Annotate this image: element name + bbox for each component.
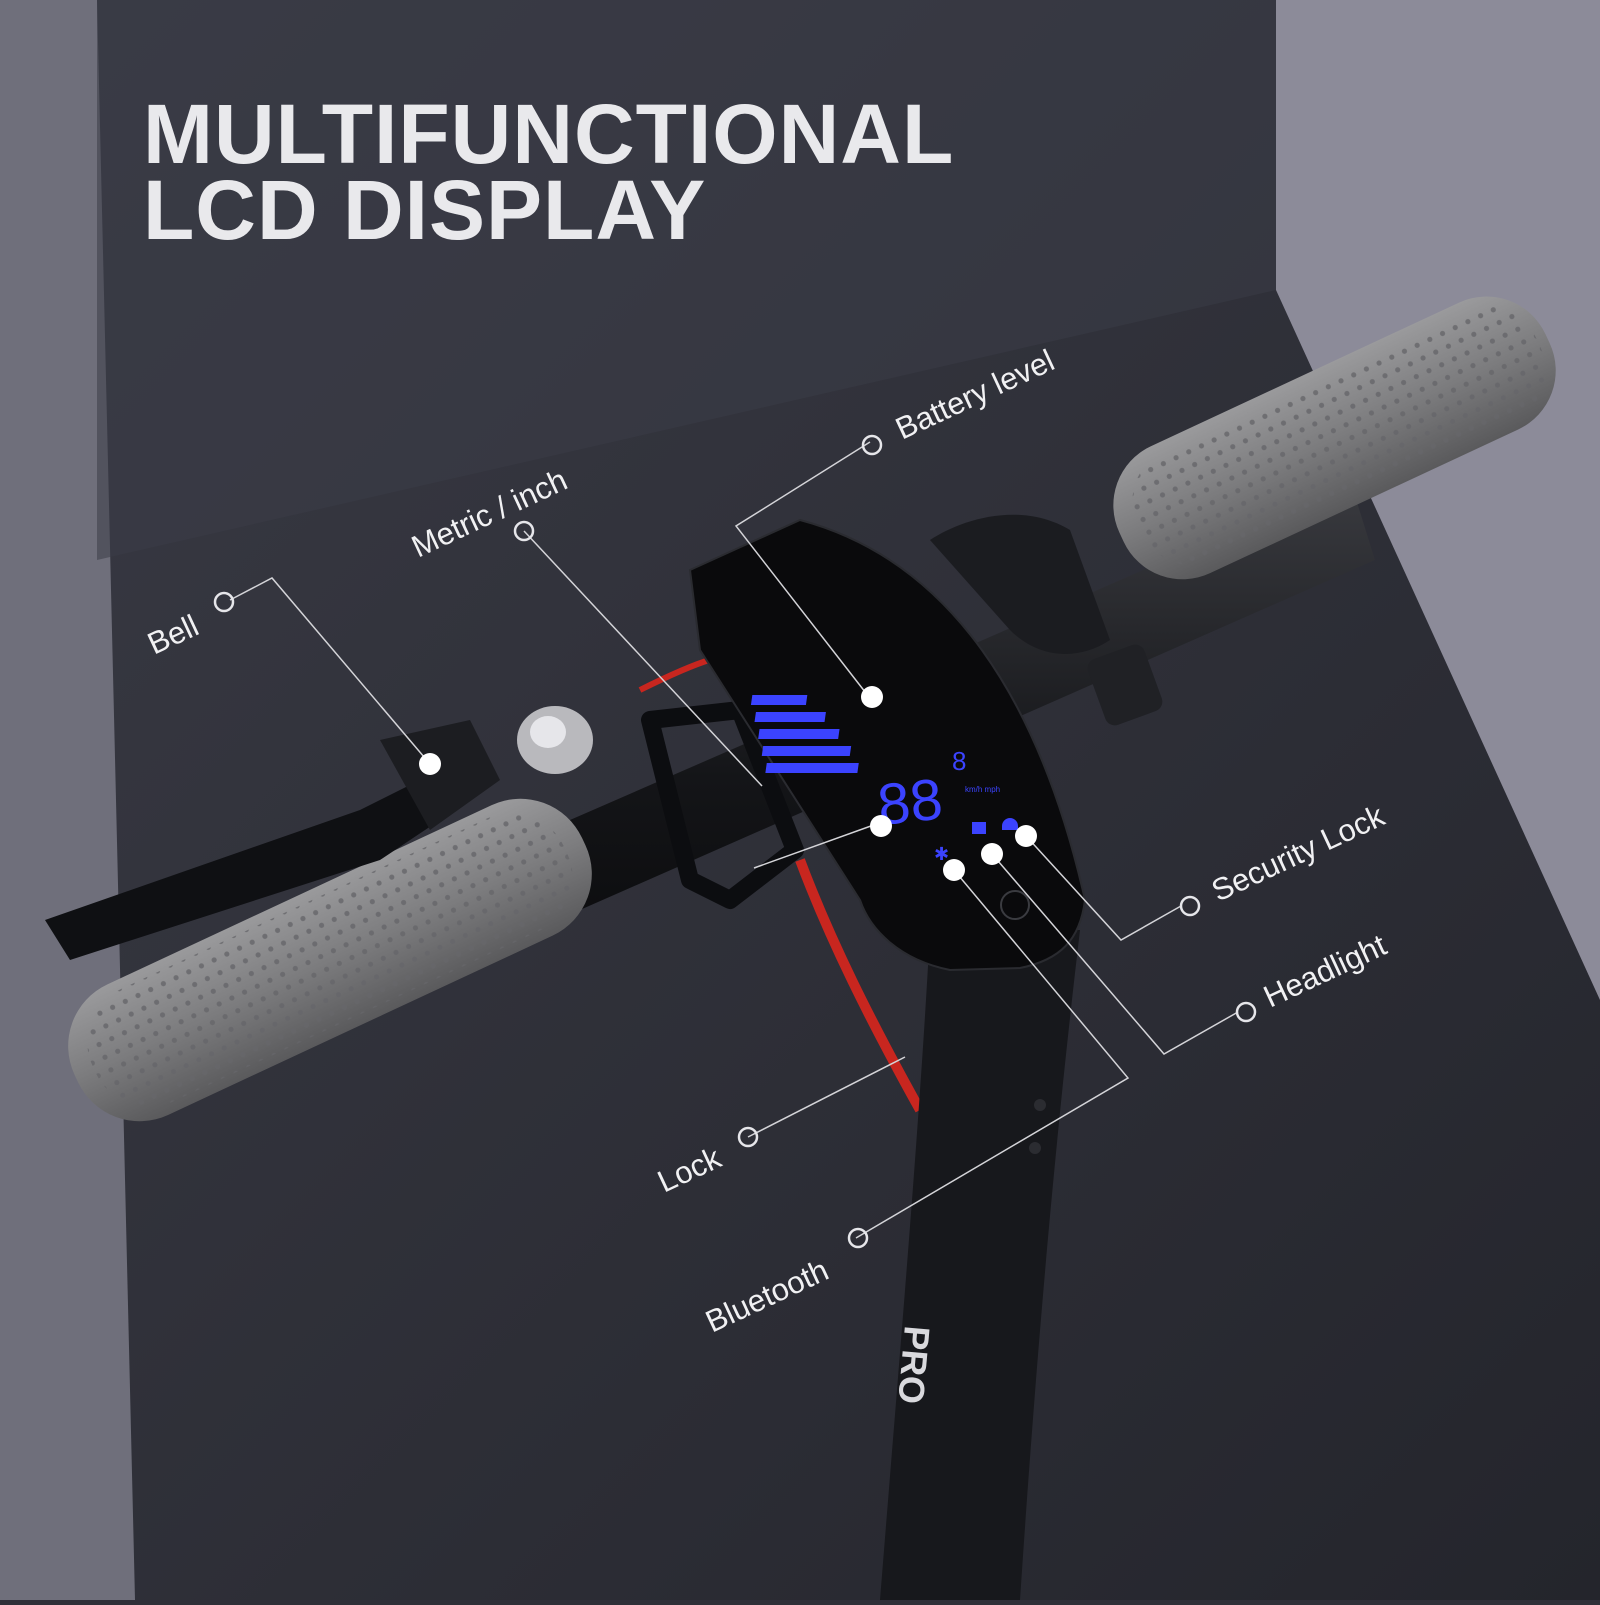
headline-line-2: LCD DISPLAY <box>143 163 707 257</box>
stem-bolt <box>1029 1142 1041 1154</box>
bluetooth-icon: ✱ <box>934 844 949 864</box>
lock-icon <box>1002 818 1018 830</box>
headlight-icon <box>972 822 986 834</box>
throttle-housing <box>930 514 1110 654</box>
speed-units: km/h mph <box>965 785 1000 794</box>
brake-lever <box>45 770 470 960</box>
callout-dots <box>419 686 1037 881</box>
stem <box>880 930 1080 1600</box>
right-wall <box>1276 0 1600 1000</box>
stem-brand-text: PRO <box>890 1324 938 1405</box>
headline-line-1: MULTIFUNCTIONAL <box>143 87 955 181</box>
callout-lines <box>229 441 1239 1239</box>
back-wall <box>97 0 1276 560</box>
brake-housing <box>380 720 500 830</box>
gear-readout: 8 <box>952 746 966 776</box>
right-grip <box>1113 296 1556 580</box>
stem-bolt <box>1034 1099 1046 1111</box>
throttle-knob <box>1087 644 1163 726</box>
brake-cable-lower <box>795 858 925 1113</box>
bell-highlight <box>530 716 566 748</box>
power-button[interactable] <box>1000 890 1030 920</box>
left-grip <box>68 798 592 1122</box>
battery-level-indicator <box>750 695 859 773</box>
callout-rings <box>213 434 1257 1249</box>
fold-hook <box>641 701 804 909</box>
